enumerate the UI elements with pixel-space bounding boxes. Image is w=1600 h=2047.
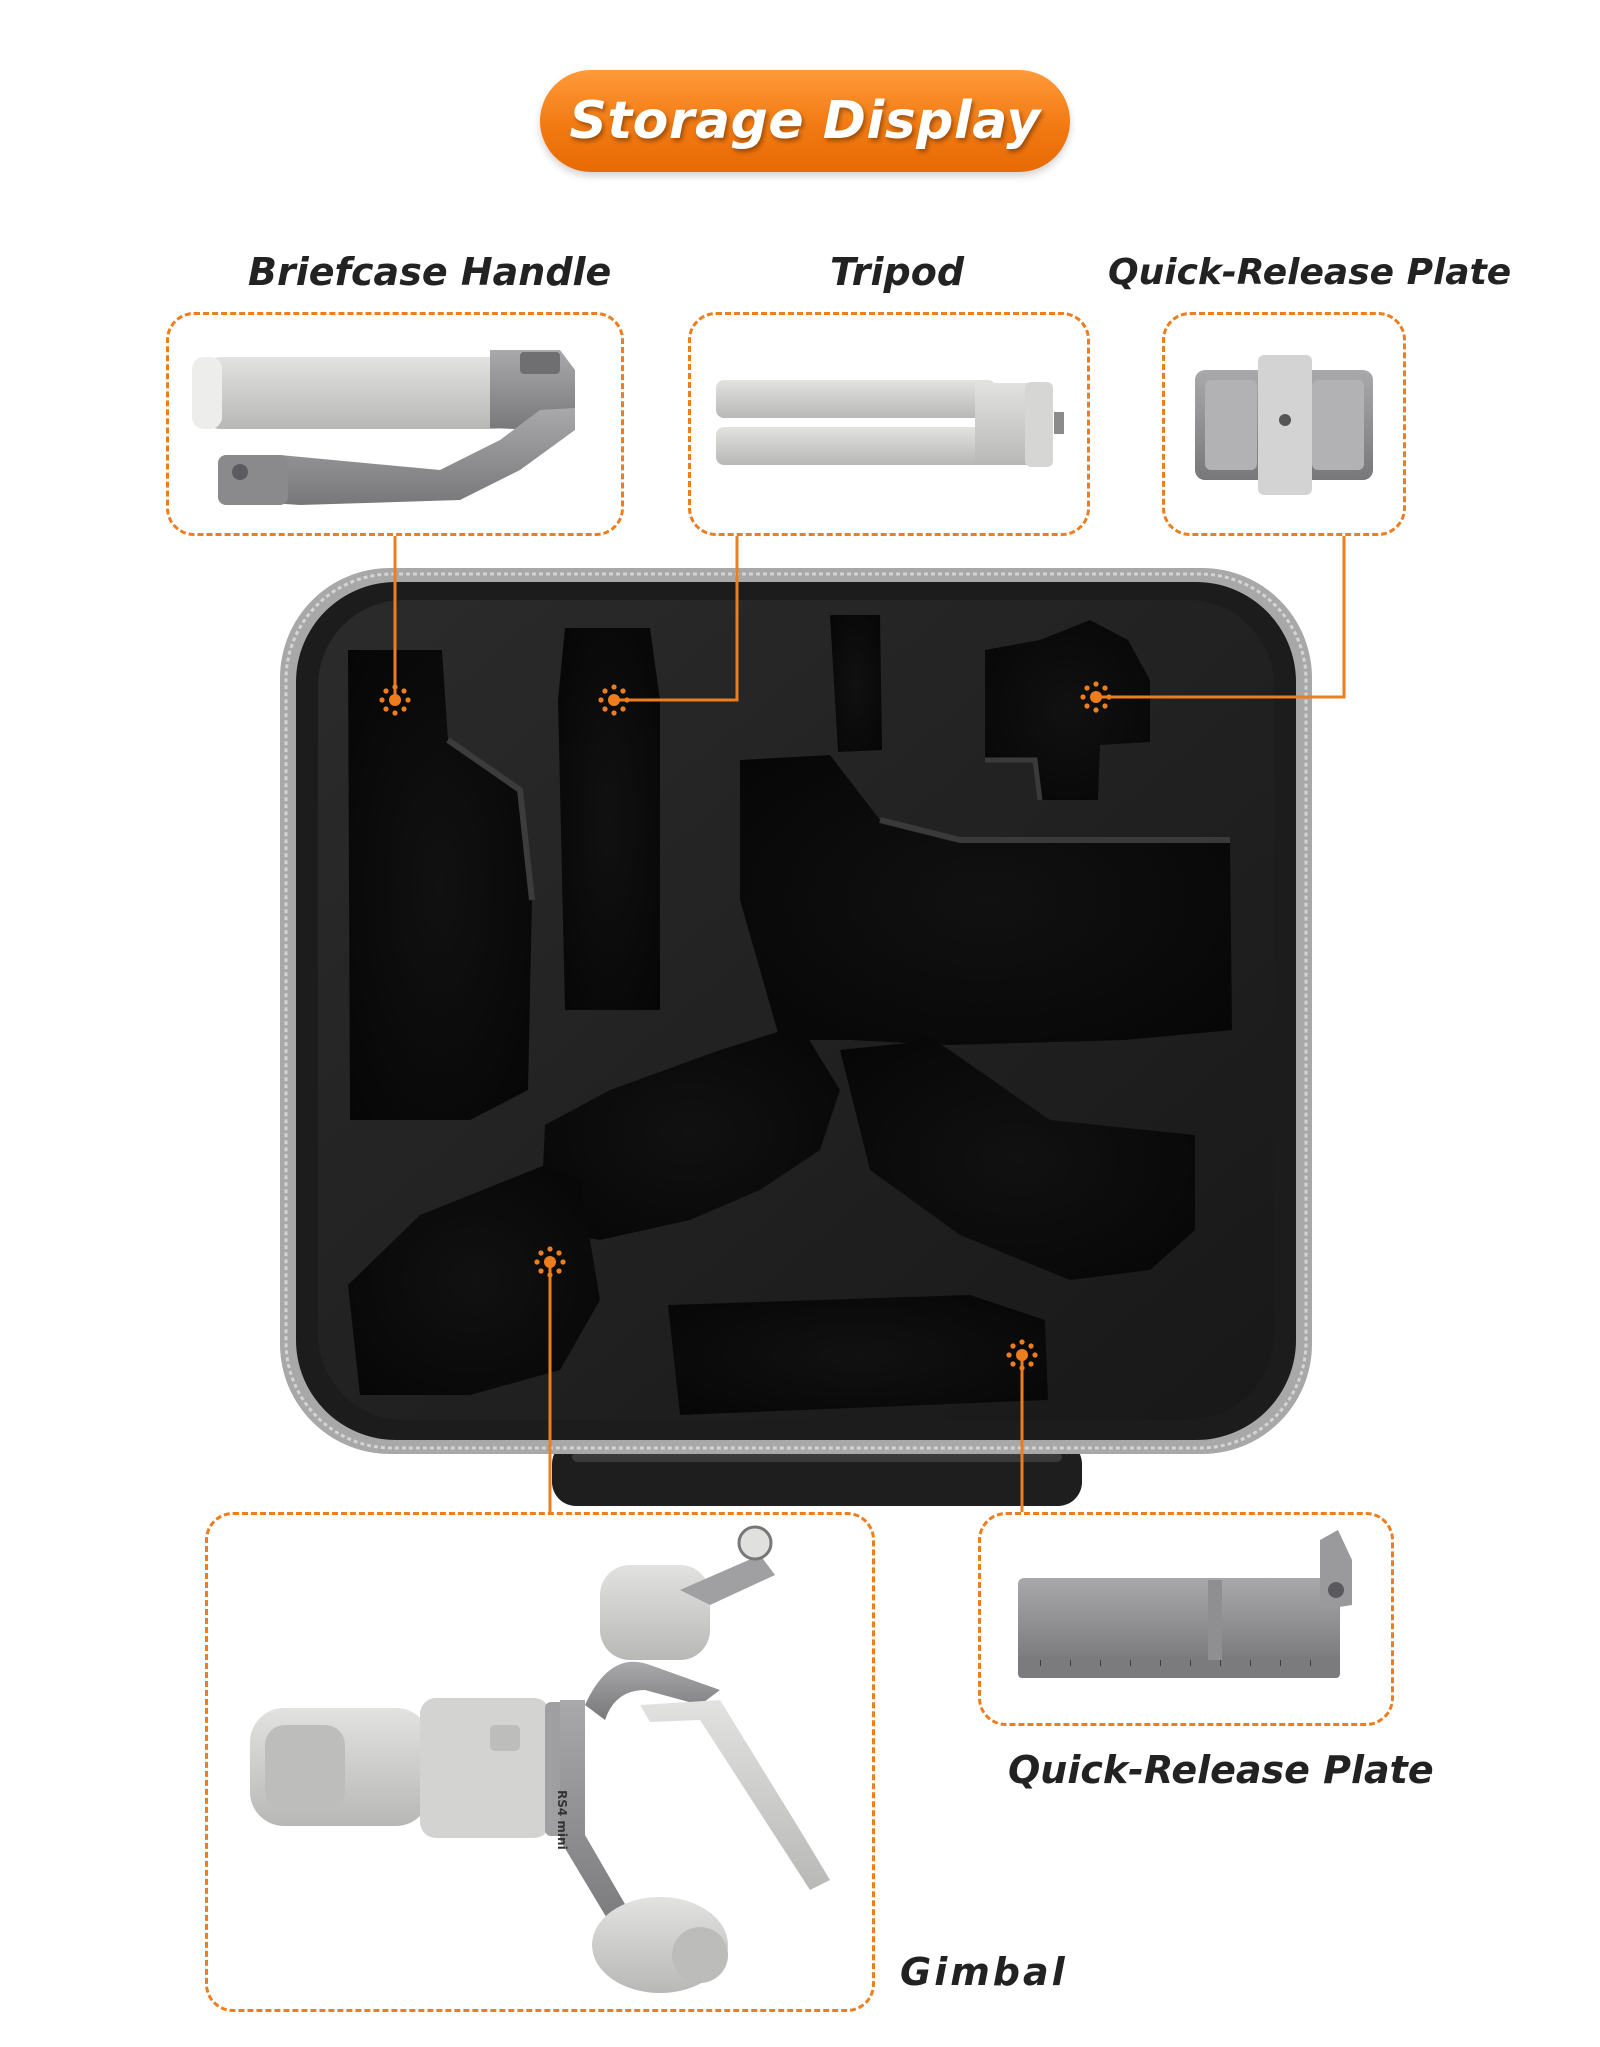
- connector-lines: [393, 536, 1346, 1512]
- quick-release-plate-top-pocket: [985, 620, 1150, 800]
- gimbal-grip-pocket: [348, 1165, 600, 1395]
- hotspot-briefcase-handle: [379, 684, 411, 716]
- tripod-label: Tripod: [830, 250, 965, 294]
- title-badge: Storage Display: [540, 70, 1070, 172]
- quick-release-plate-top-label: Quick-Release Plate: [1108, 252, 1512, 293]
- briefcase-handle-label: Briefcase Handle: [248, 250, 612, 294]
- quick-release-plate-bottom-label: Quick-Release Plate: [1008, 1748, 1434, 1792]
- quick-release-plate-bottom-image: [1018, 1530, 1352, 1678]
- hotspot-gimbal: [534, 1246, 566, 1278]
- hotspot-markers: [379, 681, 1112, 1371]
- tripod-pocket: [558, 628, 660, 1010]
- storage-case: [280, 568, 1312, 1506]
- page-title: Storage Display: [569, 91, 1041, 151]
- briefcase-handle-image: [192, 350, 575, 505]
- quick-release-plate-top-image: [1195, 355, 1373, 495]
- hotspot-quick-release-plate-bottom: [1006, 1339, 1038, 1371]
- gimbal-label: Gimbal: [900, 1950, 1068, 1994]
- hotspot-tripod: [598, 684, 630, 716]
- hotspot-quick-release-plate-top: [1080, 681, 1112, 713]
- gimbal-model-text: RS4 mini: [555, 1790, 569, 1850]
- gimbal-motor-pocket: [740, 755, 1232, 1045]
- gimbal-image: RS4 mini: [250, 1525, 830, 1993]
- tripod-image: [716, 380, 1064, 467]
- connector-quick-release-plate-top: [1096, 536, 1346, 699]
- quick-release-plate-bottom-pocket: [668, 1295, 1048, 1415]
- connector-tripod: [614, 536, 739, 702]
